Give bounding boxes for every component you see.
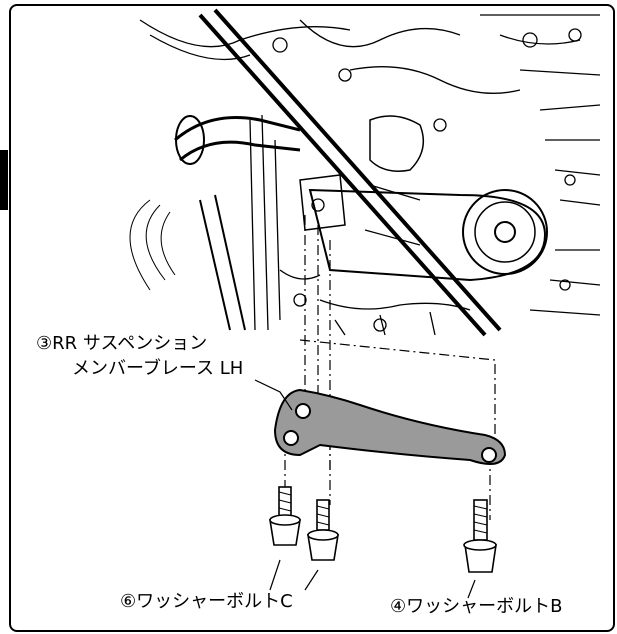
washer-bolt-b [463, 499, 497, 573]
callout-part6-name: ⑥ワッシャーボルトC [120, 591, 293, 612]
callout-part3-name-line1: ③RR サスペンション [36, 333, 208, 354]
member-brace-lh [273, 388, 507, 465]
callout-part4-name: ④ワッシャーボルトB [390, 596, 563, 617]
diagram-frame [9, 4, 615, 632]
assembly-centerlines [284, 215, 496, 520]
leader-part3 [254, 379, 293, 411]
engine-bay-illustration [129, 8, 601, 337]
leader-part6-a [269, 559, 281, 591]
callout-part3-name-line2: メンバーブレース LH [72, 358, 244, 379]
washer-bolt-c-right [307, 499, 339, 561]
leader-lines [254, 379, 476, 599]
washer-bolt-c-left [269, 486, 301, 546]
leader-part6-b [304, 569, 319, 591]
section-tab-marker [0, 150, 8, 210]
leader-part4 [467, 579, 476, 599]
